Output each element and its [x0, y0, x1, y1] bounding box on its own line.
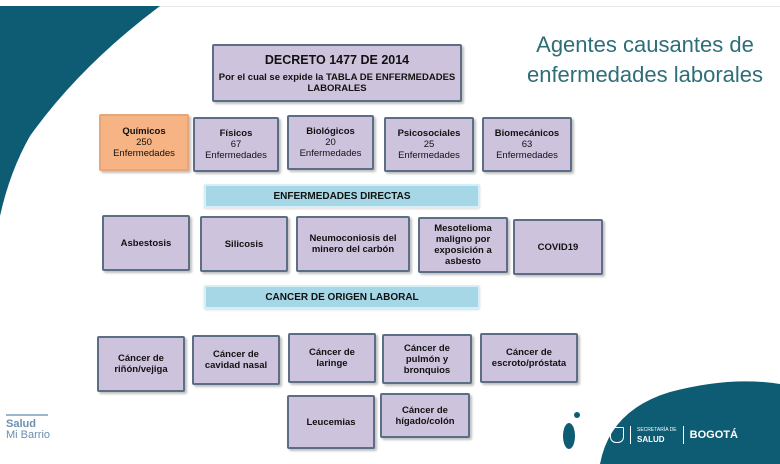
agent-biomecanicos: Biomecánicos 63 Enfermedades: [482, 117, 572, 172]
decree-subtitle: Por el cual se expide la TABLA DE ENFERM…: [218, 72, 456, 94]
agent-unit: Enfermedades: [299, 148, 362, 159]
agent-count: 25: [423, 139, 435, 150]
decree-box: DECRETO 1477 DE 2014 Por el cual se expi…: [212, 44, 462, 102]
top-border: [0, 0, 780, 7]
bogota-logo: SECRETARÍA DE SALUD BOGOTÁ: [610, 422, 775, 448]
salud-label: SALUD: [637, 435, 665, 444]
decree-title: DECRETO 1477 DE 2014: [264, 53, 410, 67]
cancer-higado-colon: Cáncer de hígado/colón: [380, 393, 470, 438]
agent-name: Químicos: [122, 126, 166, 137]
agent-unit: Enfermedades: [398, 150, 460, 161]
direct-diseases-header: ENFERMEDADES DIRECTAS: [204, 184, 480, 208]
cancer-cavidad-nasal: Cáncer de cavidad nasal: [192, 335, 280, 385]
agent-count: 250: [136, 137, 152, 148]
cancer-leucemias: Leucemias: [287, 395, 375, 449]
agent-psicosociales: Psicosociales 25 Enfermedades: [384, 117, 474, 172]
agent-unit: Enfermedades: [496, 150, 558, 161]
agent-unit: Enfermedades: [113, 148, 175, 159]
agent-fisicos: Físicos 67 Enfermedades: [193, 117, 279, 172]
footer-wave: [563, 381, 780, 464]
direct-silicosis: Silicosis: [200, 216, 288, 272]
corner-decoration: [0, 6, 160, 216]
agent-quimicos: Químicos 250 Enfermedades: [99, 114, 189, 171]
agent-unit: Enfermedades: [205, 150, 267, 161]
logo-left-line2: Mi Barrio: [6, 429, 51, 441]
agent-biologicos: Biológicos 20 Enfermedades: [287, 115, 374, 170]
bogota-label: BOGOTÁ: [689, 429, 738, 441]
agent-name: Psicosociales: [397, 128, 461, 139]
agent-count: 67: [230, 139, 242, 150]
slide-title: Agentes causantes de enfermedades labora…: [526, 32, 764, 87]
divider: [630, 426, 631, 444]
agent-count: 63: [521, 139, 533, 150]
direct-neumoconiosis: Neumoconiosis del minero del carbón: [296, 216, 410, 272]
secretaria-label: SECRETARÍA DE: [637, 427, 677, 433]
divider: [682, 426, 684, 444]
agent-name: Biológicos: [306, 126, 355, 137]
agent-name: Físicos: [219, 128, 253, 139]
shield-icon: [610, 427, 624, 443]
cancer-pulmon-bronquios: Cáncer de pulmón y bronquios: [382, 334, 472, 384]
agent-count: 20: [325, 137, 336, 148]
salud-mi-barrio-logo: Salud Mi Barrio: [6, 404, 66, 450]
cancer-rinon-vejiga: Cáncer de riñón/vejiga: [97, 336, 185, 392]
direct-covid19: COVID19: [513, 219, 603, 275]
direct-asbestosis: Asbestosis: [102, 215, 190, 271]
cancer-laringe: Cáncer de laringe: [288, 333, 376, 383]
agent-name: Biomecánicos: [494, 128, 560, 139]
logo-left-line1: Salud: [6, 418, 36, 430]
skyline-icon: [6, 404, 48, 416]
occupational-cancer-header: CANCER DE ORIGEN LABORAL: [204, 285, 480, 309]
cancer-escroto-prostata: Cáncer de escroto/próstata: [480, 333, 578, 383]
direct-mesotelioma: Mesotelioma maligno por exposición a asb…: [418, 217, 508, 273]
